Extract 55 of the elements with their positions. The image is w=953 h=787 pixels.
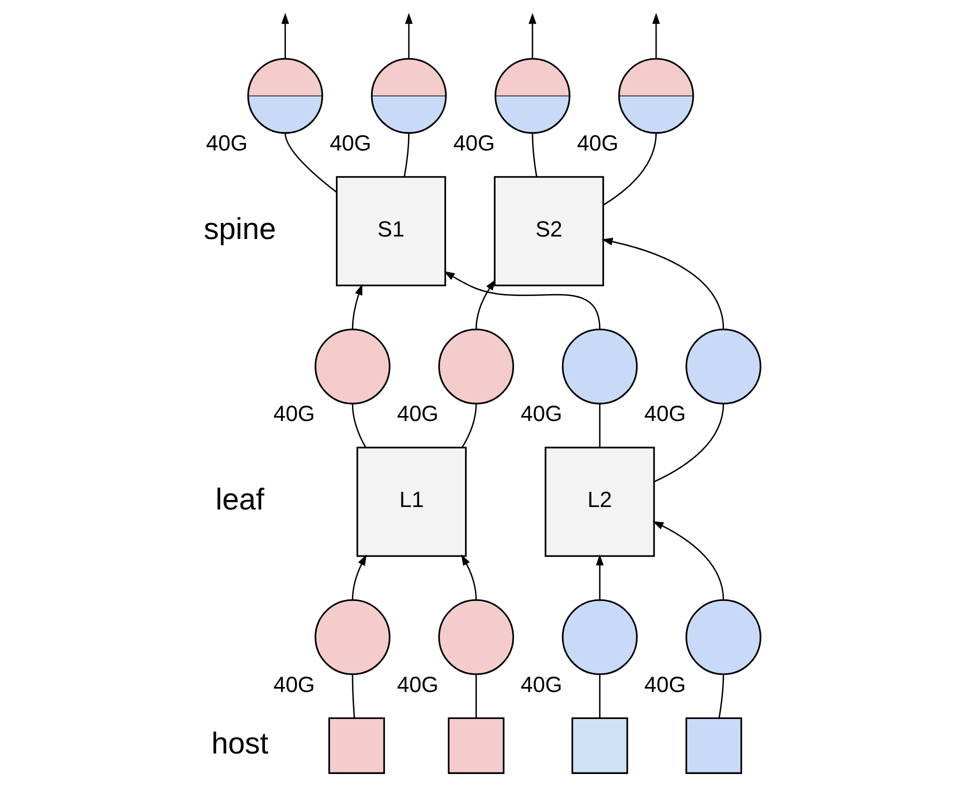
node-circle <box>562 599 638 676</box>
connector <box>284 132 337 192</box>
arrow <box>352 554 367 600</box>
label: leaf <box>216 484 264 517</box>
node-circle <box>562 328 638 404</box>
node-circle <box>314 328 390 404</box>
node-circle <box>438 599 514 676</box>
node-box: S1 <box>336 176 446 286</box>
node-label: 40G <box>520 401 562 426</box>
arrow <box>596 554 604 600</box>
connector <box>599 674 600 718</box>
node-box <box>686 717 742 774</box>
connector <box>352 404 366 448</box>
node-circle <box>438 328 514 404</box>
arrow <box>461 554 477 600</box>
node-label: 40G <box>273 672 315 697</box>
node-box <box>572 717 628 774</box>
node-circle <box>686 328 762 404</box>
node-box: S2 <box>494 176 604 286</box>
arrow <box>652 12 660 59</box>
node-box <box>448 717 504 774</box>
arrow <box>352 284 362 330</box>
node-label: 40G <box>206 130 248 156</box>
connector <box>599 404 600 448</box>
node-label: 40G <box>576 130 618 156</box>
connector <box>462 404 477 448</box>
node-label: 40G <box>397 672 439 697</box>
node-label: 40G <box>520 672 562 697</box>
arrow <box>475 279 496 330</box>
node-circle <box>314 599 390 676</box>
node-label: 40G <box>644 401 686 426</box>
label: spine <box>204 212 276 246</box>
connector <box>475 674 477 718</box>
connector <box>654 404 724 482</box>
node-label: 40G <box>453 130 495 156</box>
connector <box>404 133 410 177</box>
arrow <box>405 12 413 59</box>
connector <box>718 674 724 718</box>
node-circle <box>686 599 762 676</box>
arrow <box>444 271 600 330</box>
arrow <box>652 521 724 600</box>
arrow <box>281 12 290 59</box>
arrow <box>528 12 536 59</box>
node-box: L1 <box>356 446 467 557</box>
node-label: 40G <box>644 672 686 697</box>
connector <box>603 132 657 206</box>
connector <box>532 133 538 177</box>
connector <box>352 674 356 718</box>
node-box: L2 <box>544 446 655 557</box>
node-label: 40G <box>273 401 315 426</box>
arrow <box>602 238 724 330</box>
node-box <box>328 717 385 774</box>
label: host <box>211 727 268 760</box>
node-label: 40G <box>397 401 439 426</box>
node-label: 40G <box>330 130 372 156</box>
